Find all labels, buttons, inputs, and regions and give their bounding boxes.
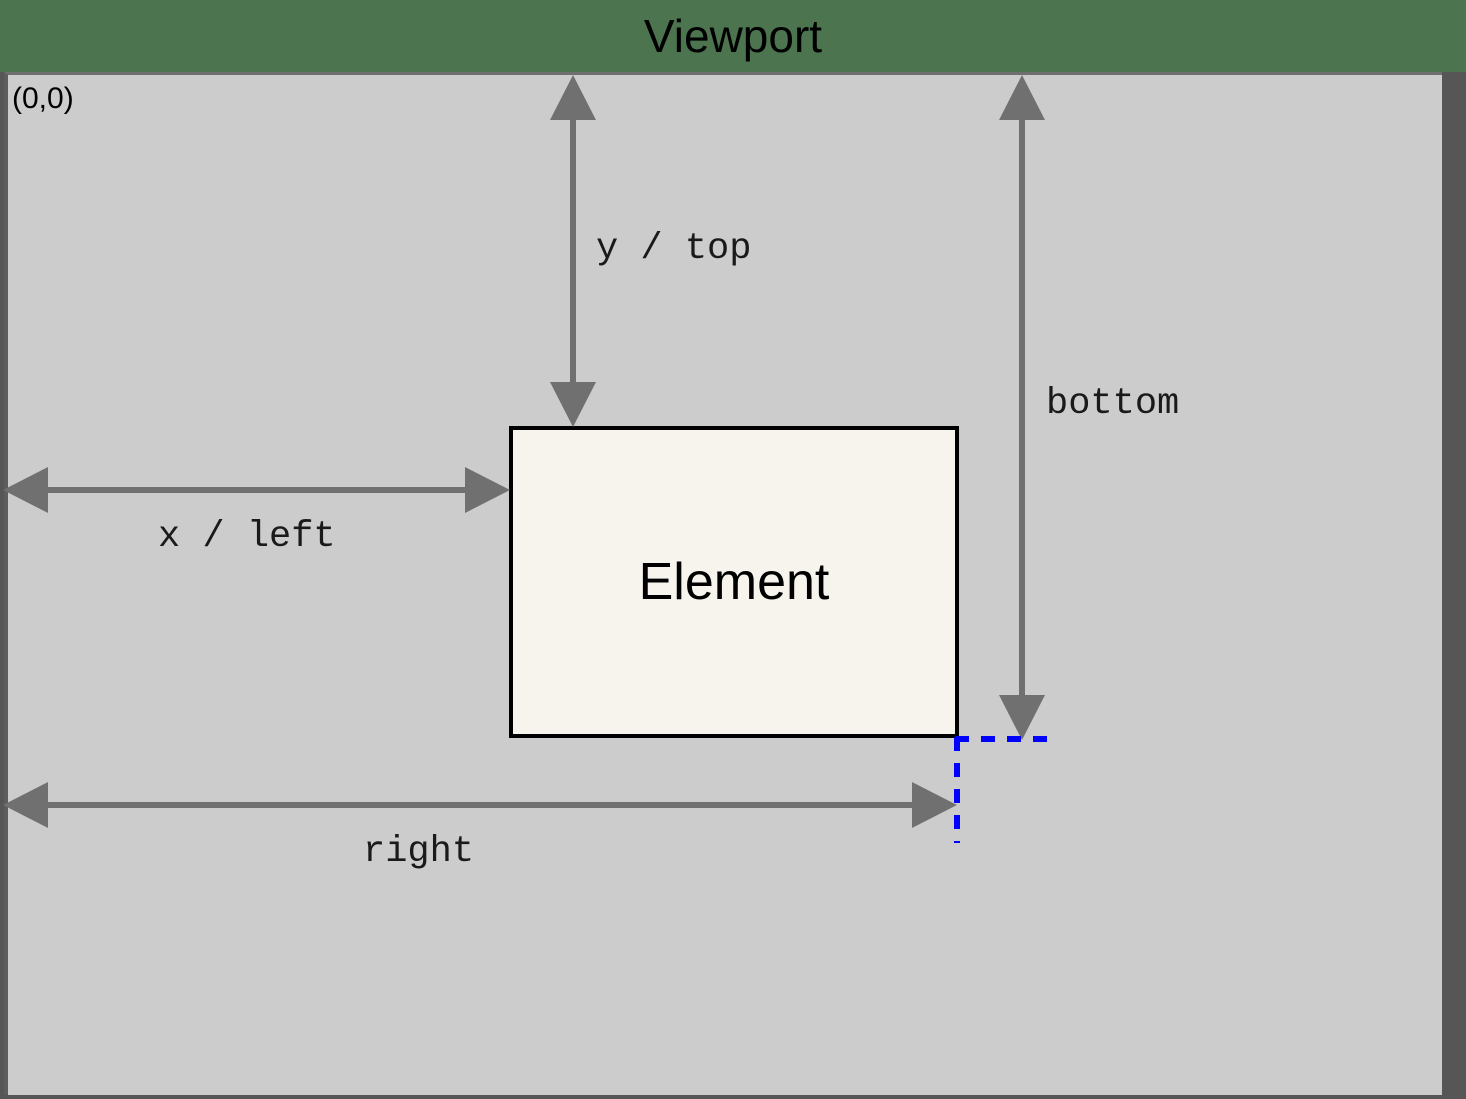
measure-label-y-top: y / top: [596, 228, 752, 270]
viewport-title: Viewport: [643, 10, 823, 62]
element-label: Element: [638, 553, 830, 611]
element-box: Element: [509, 426, 959, 738]
measure-label-bottom: bottom: [1046, 383, 1180, 425]
viewport-header: Viewport: [0, 0, 1466, 72]
measure-label-x-left: x / left: [158, 516, 336, 558]
origin-coordinate-label: (0,0): [12, 82, 74, 115]
measure-label-right: right: [363, 831, 475, 873]
